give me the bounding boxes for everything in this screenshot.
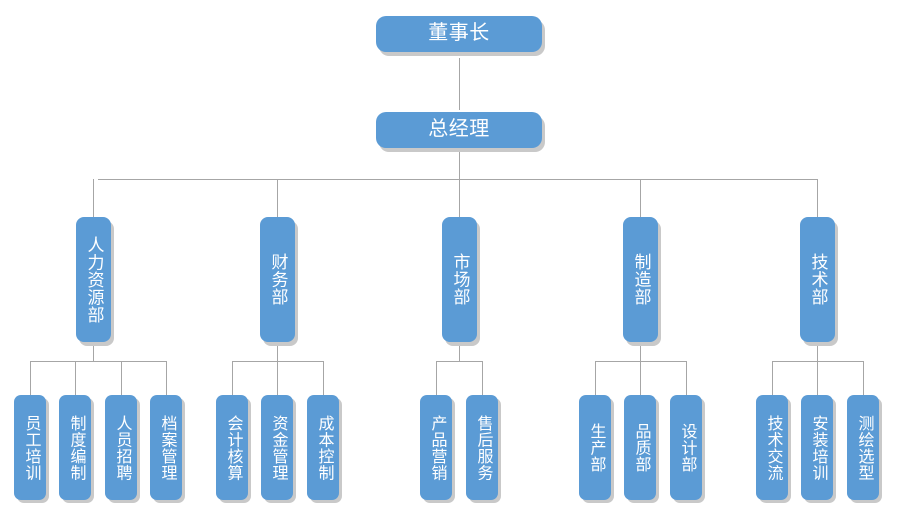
node-chairman-label: 董事长 bbox=[428, 22, 490, 45]
connector-stem-dept-1 bbox=[93, 345, 94, 362]
connector-bus-dept-1 bbox=[30, 361, 166, 362]
node-function-design[interactable]: 设计部 bbox=[670, 395, 702, 500]
node-function-after-sales-service[interactable]: 售后服务 bbox=[466, 395, 498, 500]
connector-drop-child-2-2 bbox=[277, 361, 278, 395]
connector-drop-child-4-1 bbox=[595, 361, 596, 395]
node-function-installation-training-label: 安装培训 bbox=[809, 414, 827, 481]
connector-drop-child-4-2 bbox=[640, 361, 641, 395]
connector-drop-child-4-3 bbox=[686, 361, 687, 395]
node-function-installation-training[interactable]: 安装培训 bbox=[801, 395, 833, 500]
connector-drop-child-2-3 bbox=[323, 361, 324, 395]
connector-drop-child-1-4 bbox=[166, 361, 167, 395]
node-function-accounting[interactable]: 会计核算 bbox=[216, 395, 248, 500]
connector-drop-child-3-2 bbox=[482, 361, 483, 395]
node-department-finance[interactable]: 财务部 bbox=[260, 217, 295, 342]
connector-stem-dept-3 bbox=[459, 345, 460, 362]
node-department-hr-label: 人力资源部 bbox=[84, 235, 104, 324]
connector-drop-child-1-2 bbox=[75, 361, 76, 395]
connector-drop-child-5-2 bbox=[817, 361, 818, 395]
connector-drop-child-5-1 bbox=[772, 361, 773, 395]
connector-stem-dept-4 bbox=[640, 345, 641, 362]
node-function-cost-control-label: 成本控制 bbox=[315, 414, 333, 481]
node-department-finance-label: 财务部 bbox=[268, 253, 288, 306]
connector-drop-child-5-3 bbox=[863, 361, 864, 395]
node-function-production[interactable]: 生产部 bbox=[579, 395, 611, 500]
node-function-survey-selection-label: 测绘选型 bbox=[855, 414, 873, 481]
node-function-after-sales-service-label: 售后服务 bbox=[474, 414, 492, 481]
node-function-fund-management-label: 资金管理 bbox=[269, 414, 287, 481]
node-function-policy-drafting[interactable]: 制度编制 bbox=[59, 395, 91, 500]
connector-chairman-to-gm bbox=[459, 58, 460, 110]
node-general-manager[interactable]: 总经理 bbox=[376, 112, 542, 148]
connector-drop-dept-5 bbox=[817, 179, 818, 217]
node-function-quality[interactable]: 品质部 bbox=[624, 395, 656, 500]
node-function-product-marketing-label: 产品营销 bbox=[428, 414, 446, 481]
node-department-hr[interactable]: 人力资源部 bbox=[76, 217, 111, 342]
connector-gm-stem bbox=[459, 151, 460, 179]
node-function-employee-training[interactable]: 员工培训 bbox=[14, 395, 46, 500]
node-function-recruitment[interactable]: 人员招聘 bbox=[105, 395, 137, 500]
connector-stem-dept-5 bbox=[817, 345, 818, 362]
connector-drop-dept-4 bbox=[640, 179, 641, 217]
node-function-fund-management[interactable]: 资金管理 bbox=[261, 395, 293, 500]
connector-bus-dept-3 bbox=[436, 361, 482, 362]
node-function-recruitment-label: 人员招聘 bbox=[113, 414, 131, 481]
connector-stem-dept-2 bbox=[277, 345, 278, 362]
node-function-records-management-label: 档案管理 bbox=[158, 414, 176, 481]
node-function-product-marketing[interactable]: 产品营销 bbox=[420, 395, 452, 500]
node-department-technology-label: 技术部 bbox=[808, 253, 828, 306]
node-function-technical-exchange-label: 技术交流 bbox=[764, 414, 782, 481]
node-department-manufacturing-label: 制造部 bbox=[631, 253, 651, 306]
node-chairman[interactable]: 董事长 bbox=[376, 16, 542, 52]
node-function-accounting-label: 会计核算 bbox=[224, 414, 242, 481]
connector-department-bus bbox=[98, 179, 817, 180]
connector-drop-child-2-1 bbox=[232, 361, 233, 395]
connector-drop-dept-1 bbox=[93, 179, 94, 217]
connector-drop-child-1-3 bbox=[121, 361, 122, 395]
connector-drop-child-1-1 bbox=[30, 361, 31, 395]
node-general-manager-label: 总经理 bbox=[428, 118, 490, 141]
node-department-technology[interactable]: 技术部 bbox=[800, 217, 835, 342]
node-department-manufacturing[interactable]: 制造部 bbox=[623, 217, 658, 342]
node-function-records-management[interactable]: 档案管理 bbox=[150, 395, 182, 500]
node-function-survey-selection[interactable]: 测绘选型 bbox=[847, 395, 879, 500]
node-department-marketing[interactable]: 市场部 bbox=[442, 217, 477, 342]
node-function-cost-control[interactable]: 成本控制 bbox=[307, 395, 339, 500]
node-function-employee-training-label: 员工培训 bbox=[22, 414, 40, 481]
node-department-marketing-label: 市场部 bbox=[450, 253, 470, 306]
connector-drop-dept-2 bbox=[277, 179, 278, 217]
node-function-policy-drafting-label: 制度编制 bbox=[67, 414, 85, 481]
connector-drop-child-3-1 bbox=[436, 361, 437, 395]
node-function-design-label: 设计部 bbox=[678, 422, 696, 473]
connector-drop-dept-3 bbox=[459, 179, 460, 217]
node-function-production-label: 生产部 bbox=[587, 422, 605, 473]
node-function-quality-label: 品质部 bbox=[632, 422, 650, 473]
node-function-technical-exchange[interactable]: 技术交流 bbox=[756, 395, 788, 500]
